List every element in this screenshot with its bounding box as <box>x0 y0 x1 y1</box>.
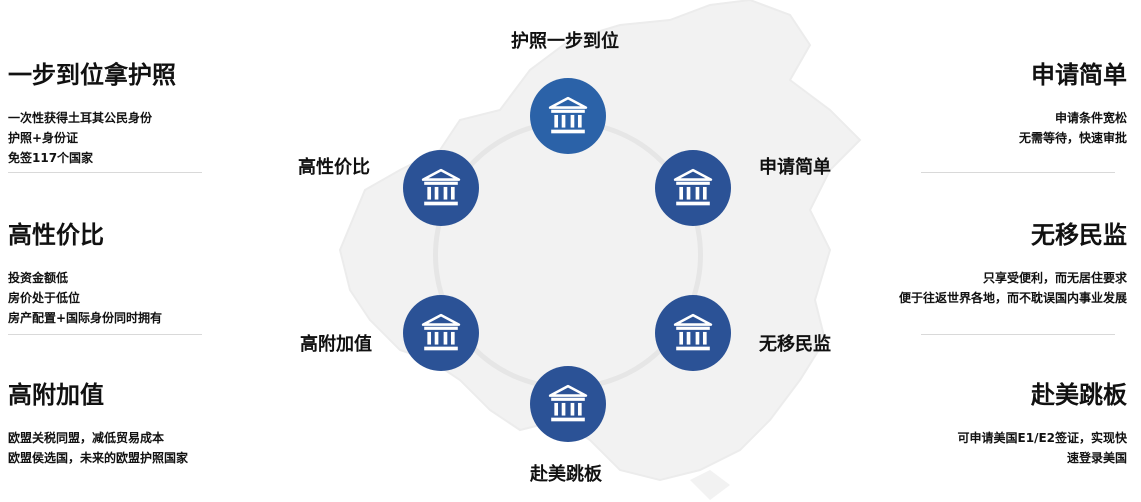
node-label-us-springboard: 赴美跳板 <box>530 464 602 485</box>
block-line: 房产配置+国际身份同时拥有 <box>8 311 163 325</box>
left-block-cost-effective: 高性价比 投资金额低 房价处于低位 房产配置+国际身份同时拥有 <box>8 220 208 328</box>
block-line: 欧盟侯选国，未来的欧盟护照国家 <box>8 451 189 465</box>
node-label-no-residency: 无移民监 <box>759 334 831 355</box>
right-block-no-residency: 无移民监 只享受便利，而无居住要求 便于往返世界各地，而不耽误国内事业发展 <box>827 220 1127 308</box>
right-block-simple: 申请简单 申请条件宽松 无需等待，快速审批 <box>827 60 1127 148</box>
node-us-springboard <box>530 366 606 442</box>
block-line: 可申请美国E1/E2签证，实现快 <box>957 431 1127 445</box>
bank-building-icon <box>673 168 713 206</box>
node-passport <box>530 78 606 154</box>
node-added-value <box>403 295 479 371</box>
block-line: 申请条件宽松 <box>1054 111 1127 125</box>
block-line: 一次性获得土耳其公民身份 <box>8 111 153 125</box>
right-divider <box>921 334 1115 335</box>
node-simple <box>655 150 731 226</box>
left-divider <box>8 334 202 335</box>
block-title: 申请简单 <box>1031 61 1127 89</box>
right-block-us-springboard: 赴美跳板 可申请美国E1/E2签证，实现快 速登录美国 <box>827 380 1127 468</box>
node-cost-effective <box>403 150 479 226</box>
bank-building-icon <box>421 313 461 351</box>
left-divider <box>8 172 202 173</box>
block-title: 赴美跳板 <box>1031 381 1127 409</box>
block-title: 高附加值 <box>8 381 104 409</box>
block-title: 无移民监 <box>1031 221 1127 249</box>
node-label-added-value: 高附加值 <box>300 334 372 355</box>
left-block-added-value: 高附加值 欧盟关税同盟，减低贸易成本 欧盟侯选国，未来的欧盟护照国家 <box>8 380 208 468</box>
block-line: 房价处于低位 <box>8 291 81 305</box>
block-line: 便于往返世界各地，而不耽误国内事业发展 <box>898 291 1127 305</box>
right-divider <box>921 172 1115 173</box>
bank-building-icon <box>548 96 588 134</box>
block-line: 速登录美国 <box>1066 451 1127 465</box>
block-line: 免签117个国家 <box>8 151 94 165</box>
bank-building-icon <box>673 313 713 351</box>
block-line: 只享受便利，而无居住要求 <box>982 271 1127 285</box>
block-title: 一步到位拿护照 <box>8 61 176 89</box>
block-line: 无需等待，快速审批 <box>1018 131 1127 145</box>
node-label-passport: 护照一步到位 <box>511 31 619 52</box>
block-line: 投资金额低 <box>8 271 69 285</box>
block-title: 高性价比 <box>8 221 104 249</box>
left-block-passport: 一步到位拿护照 一次性获得土耳其公民身份 护照+身份证 免签117个国家 <box>8 60 208 168</box>
block-line: 欧盟关税同盟，减低贸易成本 <box>8 431 165 445</box>
node-no-residency <box>655 295 731 371</box>
bank-building-icon <box>421 168 461 206</box>
block-line: 护照+身份证 <box>8 131 79 145</box>
bank-building-icon <box>548 384 588 422</box>
node-label-cost-effective: 高性价比 <box>298 157 370 178</box>
node-label-simple: 申请简单 <box>759 157 831 178</box>
